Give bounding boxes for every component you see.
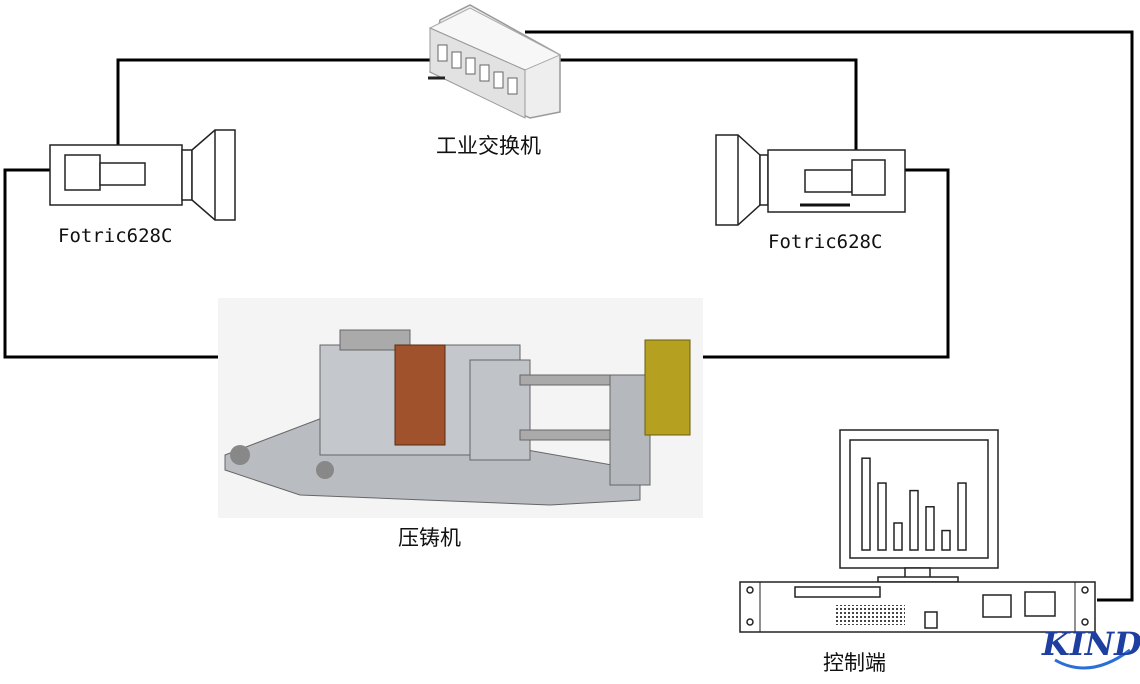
monitor-bar — [893, 522, 903, 551]
monitor-bar-chart — [861, 457, 967, 551]
monitor-bar — [957, 482, 967, 551]
logo-text: KIND — [1041, 625, 1140, 663]
cable-switch-to-right-camera — [555, 58, 858, 150]
cable-switch-to-control — [525, 30, 1134, 602]
monitor-bar — [877, 482, 887, 551]
control-terminal-label: 控制端 — [823, 651, 886, 675]
switch-label: 工业交换机 — [436, 134, 541, 158]
monitor-bar — [861, 457, 871, 551]
left-camera-label: Fotric628C — [58, 225, 172, 247]
industrial-switch-icon — [428, 4, 562, 119]
left-thermal-camera-icon — [49, 129, 236, 221]
monitor-bar — [909, 489, 919, 551]
control-computer-icon — [739, 429, 1096, 633]
monitor-bar — [925, 506, 935, 551]
cable-switch-to-left-camera — [116, 58, 432, 146]
right-camera-label: Fotric628C — [768, 231, 882, 253]
right-thermal-camera-icon — [715, 134, 906, 226]
die-casting-machine-image — [218, 298, 703, 518]
monitor-bar — [941, 529, 951, 551]
die-casting-machine-label: 压铸机 — [398, 526, 461, 550]
kind-logo: KIND — [1041, 625, 1140, 670]
